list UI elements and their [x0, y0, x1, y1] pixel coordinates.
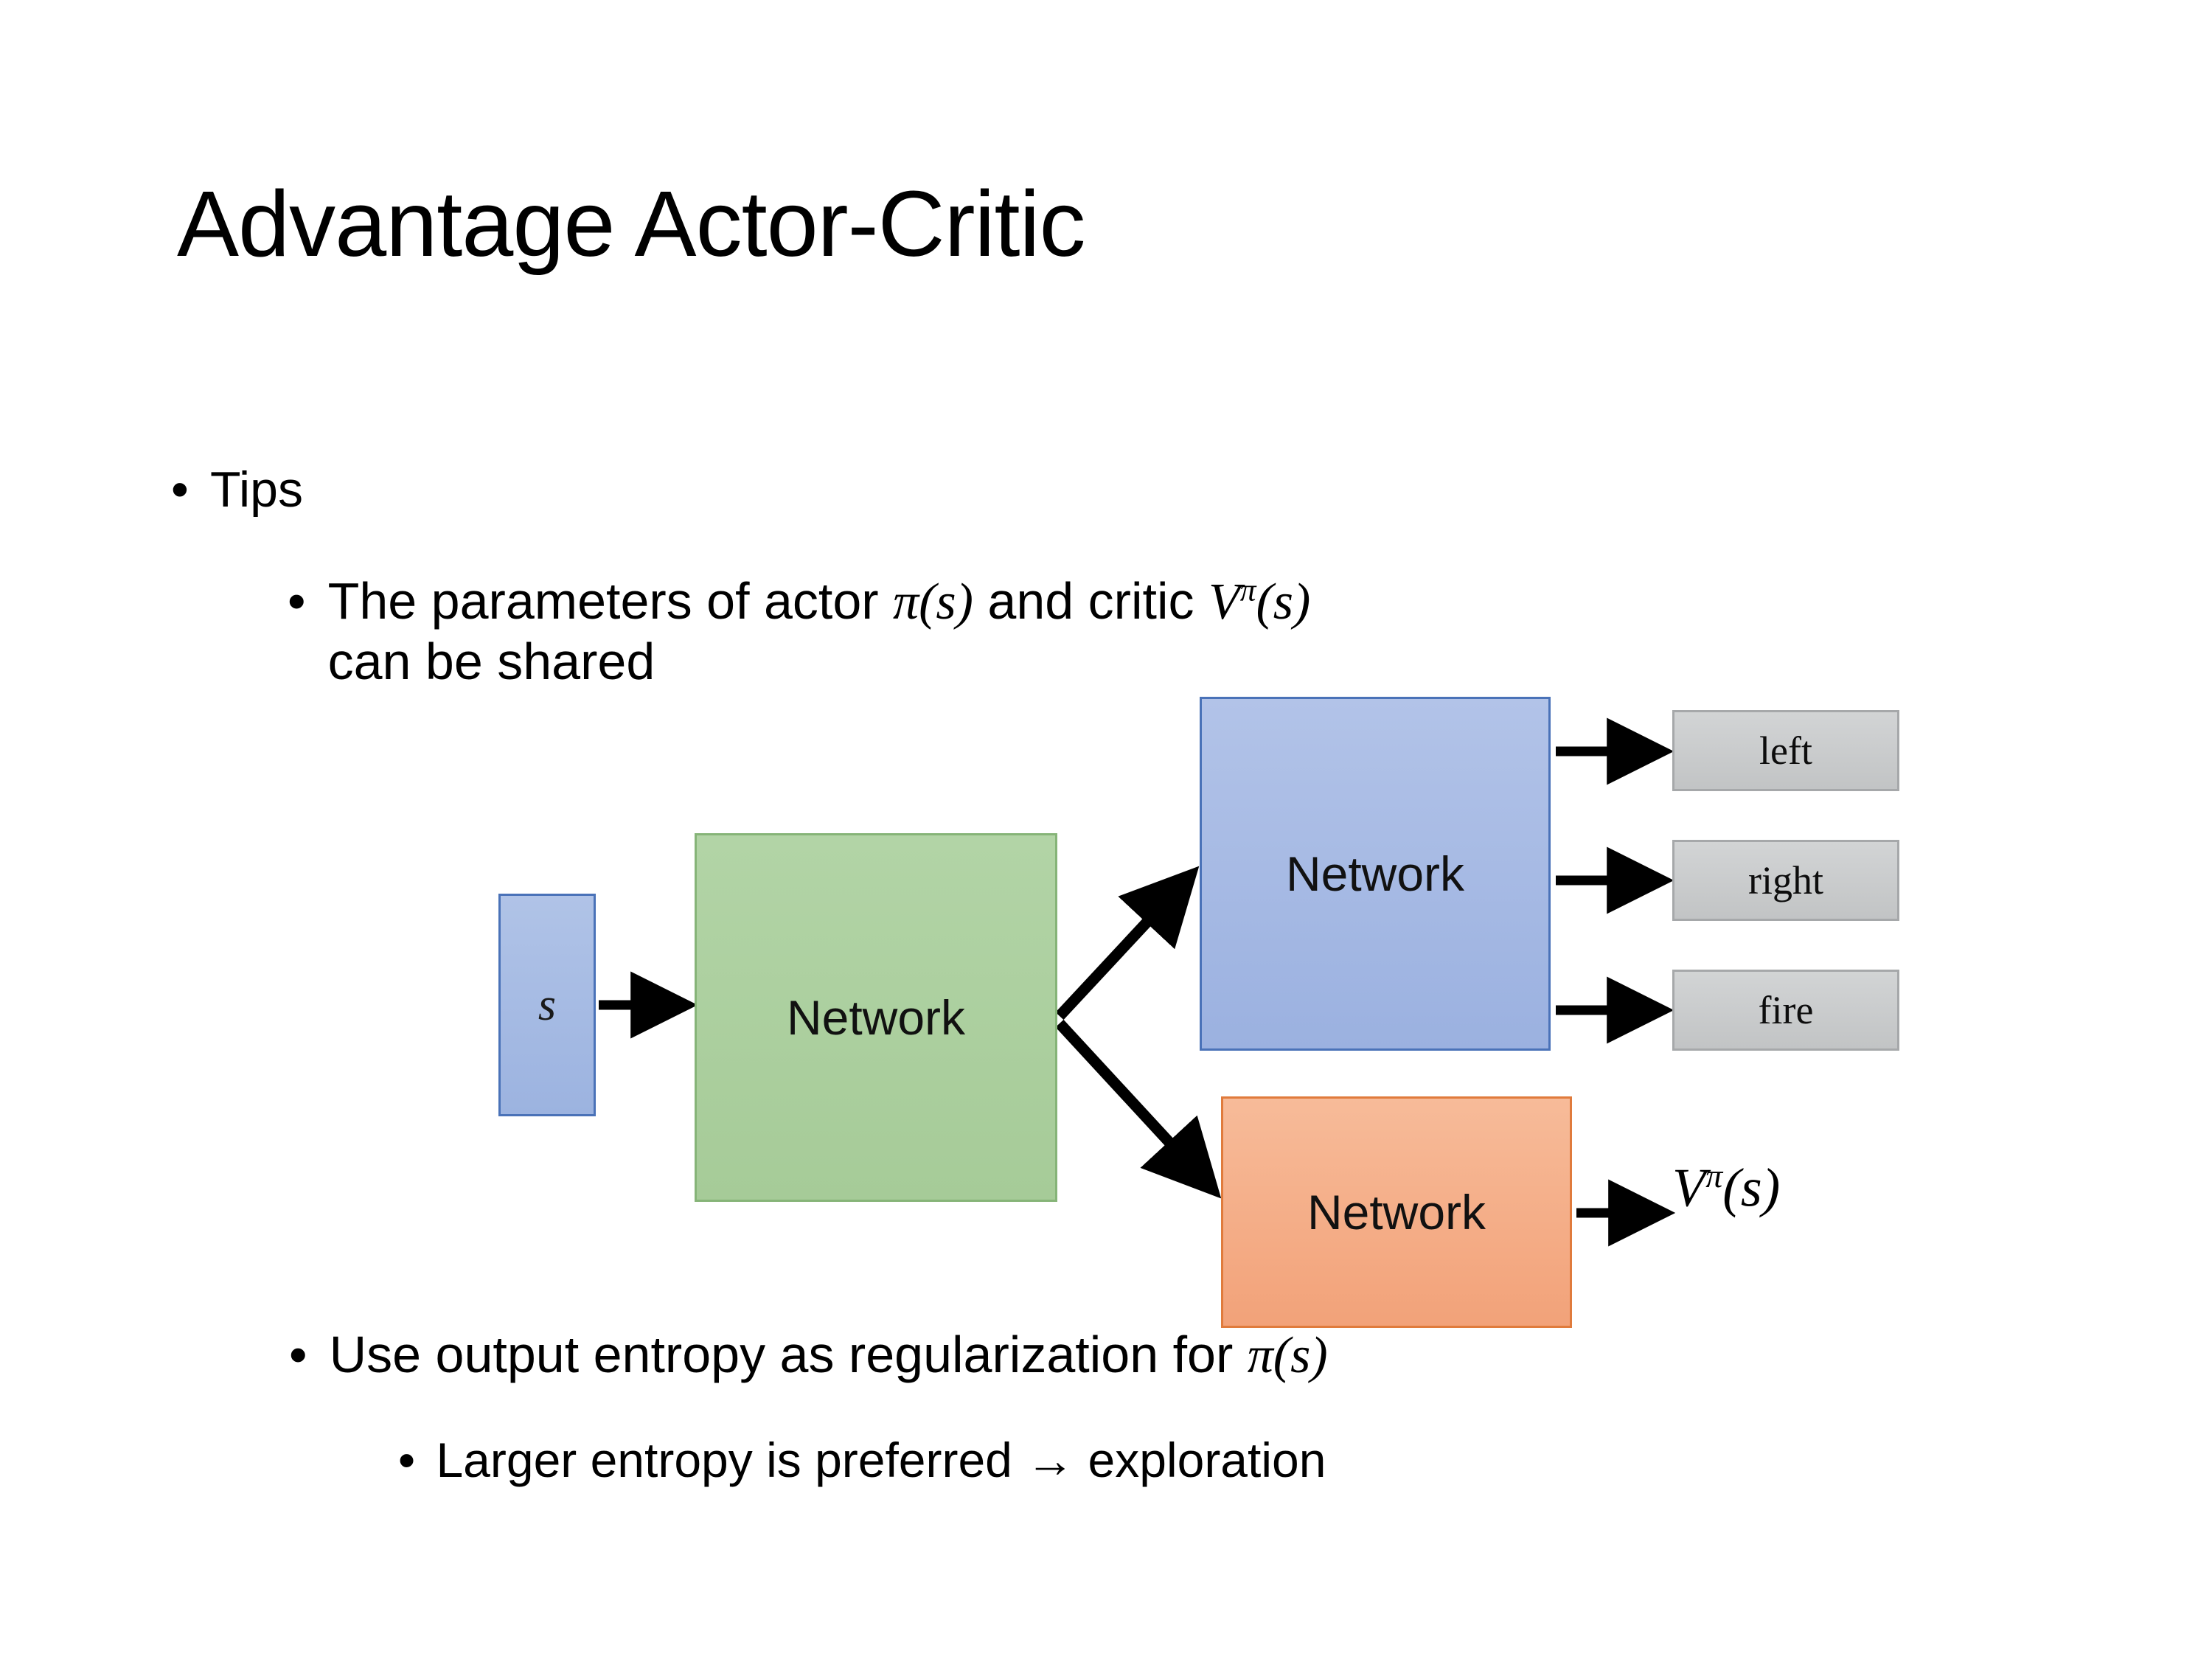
critic-value-superscript: π: [1239, 572, 1256, 608]
action-box-left[interactable]: left: [1672, 710, 1899, 791]
arrow-shared-to-critic: [1055, 1019, 1222, 1199]
params-line1-prefix: The parameters of actor: [327, 572, 894, 630]
critic-network-label: Network: [1307, 1185, 1486, 1239]
action-label-right: right: [1748, 858, 1823, 902]
state-input-label: s: [538, 979, 557, 1030]
value-output-arg: (s): [1722, 1158, 1781, 1219]
bullet-shared-parameters-text: The parameters of actor π(s) and critic …: [328, 571, 1311, 692]
bullet-entropy-regularization: • Use output entropy as regularization f…: [289, 1325, 1328, 1385]
action-label-fire: fire: [1758, 988, 1814, 1032]
entropy-text-prefix: Use output entropy as regularization for: [329, 1326, 1248, 1383]
arrow-shared-to-actor: [1055, 866, 1200, 1020]
bullet-marker: •: [171, 462, 189, 518]
bullet-larger-entropy-label: Larger entropy is preferred → exploratio…: [436, 1433, 1326, 1487]
params-line2: can be shared: [327, 633, 655, 691]
bullet-tips-label: Tips: [210, 462, 303, 518]
state-input-box[interactable]: s: [498, 894, 596, 1116]
action-box-fire[interactable]: fire: [1672, 970, 1899, 1051]
bullet-marker: •: [288, 572, 306, 630]
bullet-tips: • Tips: [171, 461, 303, 519]
policy-symbol: π(s): [1247, 1327, 1328, 1384]
params-line1-mid: and critic: [973, 572, 1208, 630]
page-title: Advantage Actor-Critic: [177, 172, 1086, 276]
actor-policy-symbol: π(s): [893, 574, 973, 630]
critic-network-box[interactable]: Network: [1221, 1096, 1572, 1328]
action-box-right[interactable]: right: [1672, 840, 1899, 921]
actor-network-box[interactable]: Network: [1200, 697, 1551, 1051]
shared-network-box[interactable]: Network: [695, 833, 1057, 1202]
actor-network-label: Network: [1285, 846, 1465, 901]
value-output-superscript: π: [1705, 1157, 1723, 1194]
bullet-larger-entropy: • Larger entropy is preferred → explorat…: [398, 1432, 1326, 1489]
bullet-marker: •: [398, 1433, 416, 1487]
bullet-marker: •: [289, 1326, 307, 1383]
action-label-left: left: [1759, 728, 1812, 773]
critic-value-arg: (s): [1256, 574, 1311, 630]
critic-value-symbol: Vπ(s): [1208, 572, 1311, 630]
bullet-shared-parameters: • The parameters of actor π(s) and criti…: [288, 571, 2057, 692]
bullet-entropy-text: Use output entropy as regularization for…: [330, 1325, 1328, 1385]
value-output-label: Vπ(s): [1672, 1156, 1780, 1220]
critic-value-base: V: [1208, 574, 1240, 630]
shared-network-label: Network: [786, 990, 966, 1045]
value-output-base: V: [1672, 1158, 1706, 1219]
